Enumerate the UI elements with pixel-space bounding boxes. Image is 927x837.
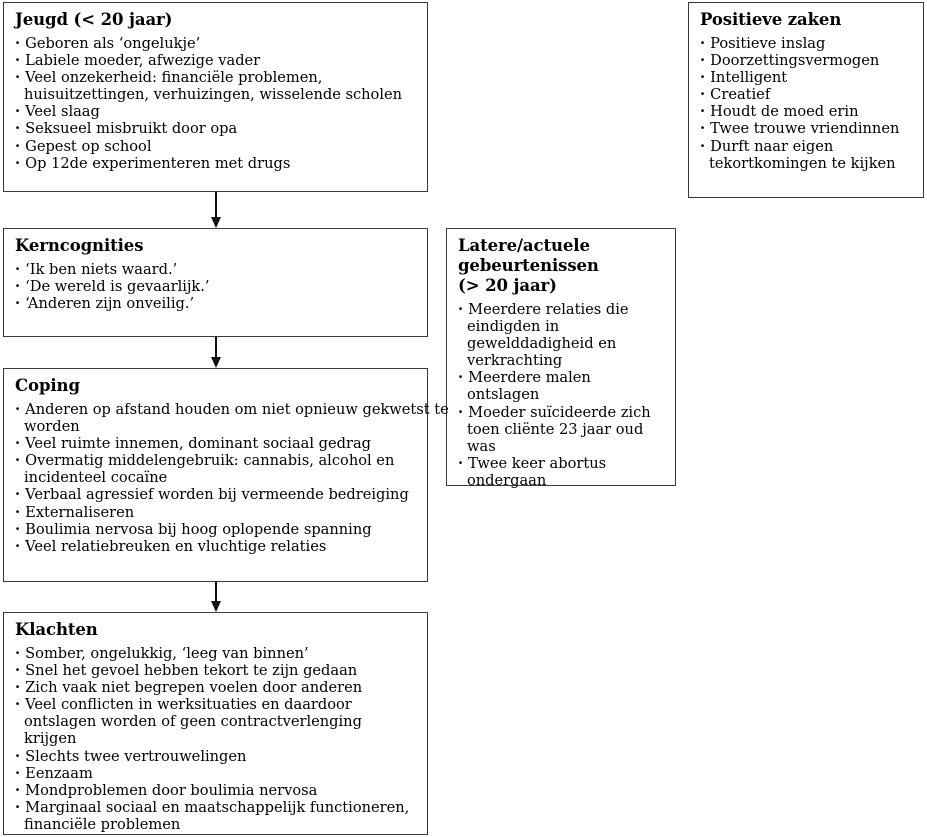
list-item: Positieve inslag (700, 35, 914, 52)
list-item: Creatief (700, 86, 914, 103)
arrow-down-icon-jeugd-to-kerncognities (210, 192, 221, 228)
list-item: Meerdere malen ontslagen (458, 369, 666, 403)
box-positieve-zaken-title: Positieve zaken (700, 10, 842, 29)
list-item: Moeder suïcideerde zich toen cliënte 23 … (458, 404, 666, 455)
arrow-shaft (215, 192, 218, 218)
arrow-down-icon-kerncognities-to-coping (210, 337, 221, 368)
arrow-shaft (215, 582, 218, 602)
box-jeugd: Jeugd (< 20 jaar) Geboren als ‘ongelukje… (3, 2, 428, 192)
list-item: Snel het gevoel hebben tekort te zijn ge… (15, 662, 418, 679)
list-item: Zich vaak niet begrepen voelen door ande… (15, 679, 418, 696)
box-klachten-title: Klachten (15, 620, 98, 639)
box-latere-actuele-gebeurtenissen-list: Meerdere relaties die eindigden in gewel… (458, 301, 666, 489)
list-item: Veel slaag (15, 103, 418, 120)
list-item: Boulimia nervosa bij hoog oplopende span… (15, 521, 418, 538)
list-item: Veel relatiebreuken en vluchtige relatie… (15, 538, 418, 555)
box-coping: Coping Anderen op afstand houden om niet… (3, 368, 449, 582)
list-item: Durft naar eigen tekortkomingen te kijke… (700, 138, 914, 172)
list-item: Overmatig middelengebruik: cannabis, alc… (15, 452, 418, 486)
box-klachten-list: Somber, ongelukkig, ‘leeg van binnen’ Sn… (15, 645, 418, 833)
list-item: ‘Ik ben niets waard.’ (15, 261, 418, 278)
box-kerncognities: Kerncognities ‘Ik ben niets waard.’ ‘De … (3, 228, 428, 337)
arrow-shaft (215, 337, 218, 358)
arrow-head (210, 357, 221, 368)
box-coping-title: Coping (15, 376, 80, 395)
box-positieve-zaken-list: Positieve inslag Doorzettingsvermogen In… (700, 35, 914, 172)
list-item: Gepest op school (15, 138, 418, 155)
list-item: Houdt de moed erin (700, 103, 914, 120)
list-item: Anderen op afstand houden om niet opnieu… (15, 401, 456, 435)
box-latere-actuele-gebeurtenissen: Latere/actuele gebeurtenissen (> 20 jaar… (446, 228, 676, 489)
arrow-down-icon-coping-to-klachten (210, 582, 221, 612)
list-item: Verbaal agressief worden bij vermeende b… (15, 486, 418, 503)
arrow-head (210, 601, 221, 612)
box-coping-list: Anderen op afstand houden om niet opnieu… (15, 401, 449, 555)
list-item: Labiele moeder, afwezige vader (15, 52, 418, 69)
list-item: Meerdere relaties die eindigden in gewel… (458, 301, 666, 369)
list-item: Veel onzekerheid: financiële problemen, … (15, 69, 418, 103)
box-jeugd-title: Jeugd (< 20 jaar) (15, 10, 173, 29)
list-item: Mondproblemen door boulimia nervosa (15, 782, 418, 799)
box-jeugd-list: Geboren als ‘ongelukje’ Labiele moeder, … (15, 35, 418, 172)
list-item: Seksueel misbruikt door opa (15, 120, 418, 137)
list-item: Doorzettingsvermogen (700, 52, 914, 69)
box-kerncognities-list: ‘Ik ben niets waard.’ ‘De wereld is geva… (15, 261, 418, 312)
list-item: Geboren als ‘ongelukje’ (15, 35, 418, 52)
box-latere-actuele-gebeurtenissen-title: Latere/actuele gebeurtenissen (> 20 jaar… (458, 236, 599, 295)
list-item: Intelligent (700, 69, 914, 86)
list-item: Externaliseren (15, 504, 418, 521)
list-item: ‘Anderen zijn onveilig.’ (15, 295, 418, 312)
list-item: Twee trouwe vriendinnen (700, 120, 914, 137)
box-kerncognities-title: Kerncognities (15, 236, 144, 255)
list-item: Marginaal sociaal en maatschappelijk fun… (15, 799, 418, 833)
list-item: ‘De wereld is gevaarlijk.’ (15, 278, 418, 295)
arrow-head (210, 217, 221, 228)
box-klachten: Klachten Somber, ongelukkig, ‘leeg van b… (3, 612, 428, 835)
box-positieve-zaken: Positieve zaken Positieve inslag Doorzet… (688, 2, 924, 198)
list-item: Somber, ongelukkig, ‘leeg van binnen’ (15, 645, 418, 662)
list-item: Op 12de experimenteren met drugs (15, 155, 418, 172)
list-item: Eenzaam (15, 765, 418, 782)
list-item: Slechts twee vertrouwelingen (15, 748, 418, 765)
list-item: Veel ruimte innemen, dominant sociaal ge… (15, 435, 418, 452)
list-item: Twee keer abortus ondergaan (458, 455, 666, 489)
list-item: Veel conflicten in werksituaties en daar… (15, 696, 418, 747)
